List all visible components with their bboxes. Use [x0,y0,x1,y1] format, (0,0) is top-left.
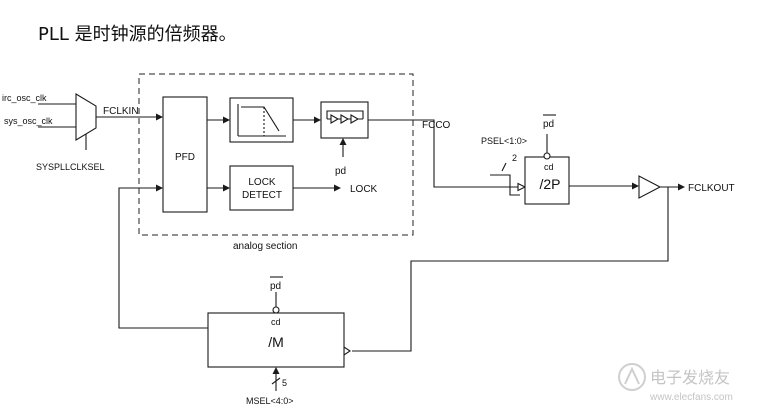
psel-bus-wire [490,174,520,196]
sys-osc-clk-label: sys_osc_clk [4,116,53,126]
loop-filter-block [229,97,294,143]
fclkin-arrow [156,113,163,121]
output-buffer [638,175,662,199]
pd-cco-arrow [339,138,347,145]
cd-p-label: cd [544,162,554,172]
fclkout-arrow [678,183,685,191]
feedback-output-wire [352,187,669,352]
pfd-to-filter-arrow [223,116,230,124]
feedback-return-wire [118,187,208,329]
watermark: 电子发烧友 www.elecfans.com [618,363,733,403]
caption-text: PLL 是时钟源的倍频器。 [38,24,237,45]
syspllclksel-label: SYSPLLCLKSEL [36,162,105,172]
pd-p-inversion-bubble [543,152,551,160]
pd-m-label: pd [270,281,281,292]
fcco-wire [368,119,519,188]
lock-out-arrow [334,184,341,192]
irc-osc-clk-label: irc_osc_clk [2,93,47,103]
feedback-return-arrow [156,184,163,192]
ring-oscillator-icon [326,110,364,124]
lock-detect-label-line2: DETECT [242,190,282,201]
div-m-label: /M [268,334,284,350]
watermark-url: www.elecfans.com [649,392,733,403]
feedback-clock-marker [343,345,351,357]
analog-section-boundary [138,73,414,236]
pd-m-inversion-bubble [272,306,280,314]
msel-bus-arrow [272,367,280,374]
psel-bits-label: 2 [512,153,517,163]
msel-label: MSEL<4:0> [246,396,294,406]
clock-source-mux [75,93,97,141]
div-to-buffer-arrow [632,182,639,190]
psel-label: PSEL<1:0> [481,136,527,146]
psel-bus-slash [501,162,507,172]
lowpass-filter-icon [237,104,286,137]
analog-section-label: analog section [233,241,298,252]
pfd-label: PFD [175,152,195,163]
cd-m-label: cd [271,317,281,327]
lock-out-label: LOCK [350,184,378,195]
pd-p-label: pd [543,119,554,130]
filter-to-cco-arrow [314,116,321,124]
pd-cco-label: pd [335,166,346,177]
fclkout-label: FCLKOUT [688,183,735,194]
div-2p-label: /2P [539,176,560,192]
lock-detect-label-line1: LOCK [248,177,276,188]
watermark-brand: 电子发烧友 [650,369,730,387]
pfd-block [162,96,208,213]
watermark-logo-icon [618,363,646,391]
lock-detect-block [229,165,294,211]
msel-bus-slash [271,377,281,385]
clock-input-marker [517,182,527,192]
msel-bits-label: 5 [282,378,287,388]
fcco-label: FCCO [422,120,451,131]
fclkin-label: FCLKIN [103,106,139,117]
pfd-to-lock-arrow [223,184,230,192]
